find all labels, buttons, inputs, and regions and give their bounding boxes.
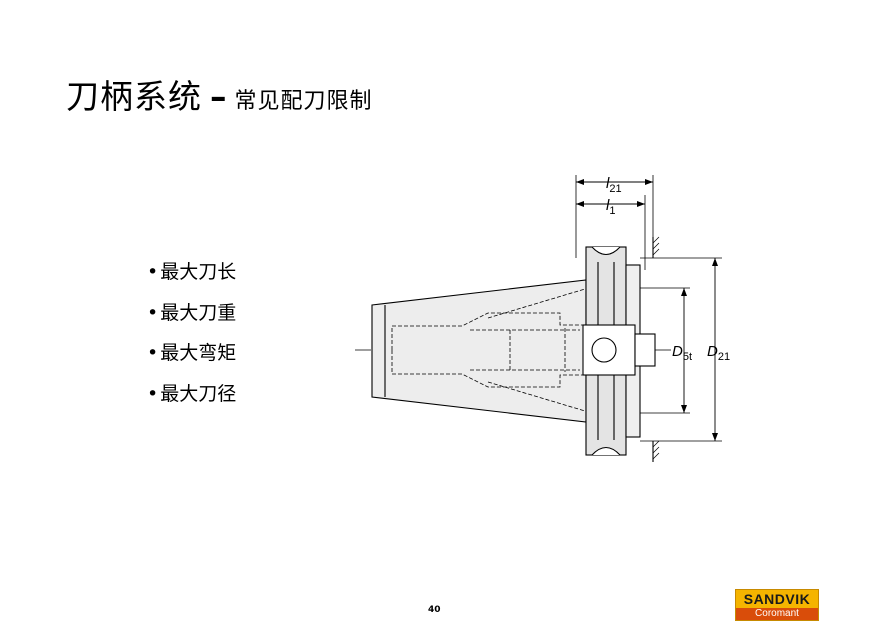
taper-body (371, 279, 587, 423)
label-d21: D21 (707, 343, 730, 363)
arrow-l1-right (637, 201, 645, 207)
arrow-l1-left (576, 201, 584, 207)
bore-upper (391, 312, 585, 350)
cross-hole (591, 337, 617, 363)
arrow-d21-top (712, 258, 718, 266)
bullet-item: •最大刀重 (147, 293, 236, 334)
end-stub (634, 333, 656, 367)
bullet-list: •最大刀长 •最大刀重 •最大弯矩 •最大刀径 (147, 252, 236, 414)
bullet-item: •最大弯矩 (147, 333, 236, 374)
bullet-text: 最大刀重 (160, 301, 237, 324)
slide-title: 刀柄系统–常见配刀限制 (66, 72, 373, 128)
sandvik-coromant-logo: SANDVIK Coromant (735, 589, 819, 621)
drive-key (582, 324, 636, 376)
bullet-text: 最大刀长 (160, 261, 237, 283)
bullet-dot: • (147, 261, 159, 283)
label-l1: l1 (606, 197, 615, 217)
bore-lower (391, 350, 585, 388)
slide-title-sub: 常见配刀限制 (234, 89, 373, 114)
bullet-dot: • (147, 342, 159, 364)
label-d5t: D5t (672, 343, 692, 363)
flange-groove-bottom (591, 446, 621, 456)
bullet-text: 最大刀径 (160, 382, 237, 405)
page-number: 40 (428, 605, 441, 615)
bore-taper-upper (487, 288, 586, 319)
arrow-d5t-top (681, 288, 687, 296)
bullet-dot: • (147, 382, 159, 405)
arrow-l21-left (576, 179, 584, 185)
arrow-d21-bottom (712, 433, 718, 441)
bullet-dot: • (147, 301, 159, 324)
label-l21: l21 (606, 175, 622, 195)
bullet-item: •最大刀径 (147, 374, 236, 415)
arrow-l21-right (645, 179, 653, 185)
flange-groove-top (591, 246, 621, 256)
bullet-text: 最大弯矩 (160, 342, 237, 364)
tool-holder-drawing: l21 l1 D5t D21 (355, 175, 730, 462)
slide-title-dash: – (210, 77, 227, 116)
logo-bottom: Coromant (736, 608, 818, 620)
bore-taper-lower (487, 381, 586, 412)
arrow-d5t-bottom (681, 405, 687, 413)
slide-title-main: 刀柄系统 (66, 77, 202, 116)
logo-top: SANDVIK (736, 590, 818, 608)
bullet-item: •最大刀长 (147, 252, 236, 293)
